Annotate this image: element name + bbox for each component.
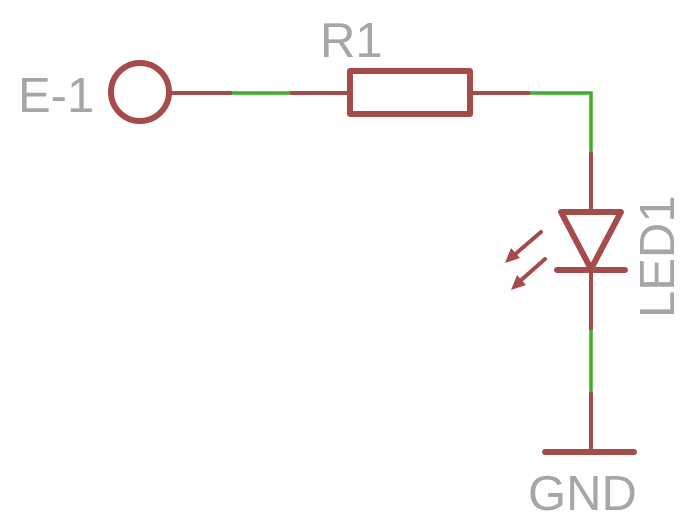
emission-arrow-lower-shaft [517,257,547,284]
led-label: LED1 [631,195,685,318]
port-e1 [108,60,232,124]
port-label: E-1 [18,69,94,123]
port-circle-symbol [108,60,172,124]
led-emission-arrows [505,230,547,290]
ground-label: GND [528,467,637,521]
emission-arrow-upper-head [505,248,520,263]
ground-symbol [542,392,637,455]
resistor-r1 [290,68,530,117]
led-led1 [505,152,628,330]
resistor-body [347,68,473,117]
led-triangle [558,209,624,272]
wire-r1-to-led [530,91,593,152]
emission-arrow-lower-head [511,275,526,290]
resistor-label: R1 [320,14,383,68]
emission-arrow-upper-shaft [511,230,543,258]
